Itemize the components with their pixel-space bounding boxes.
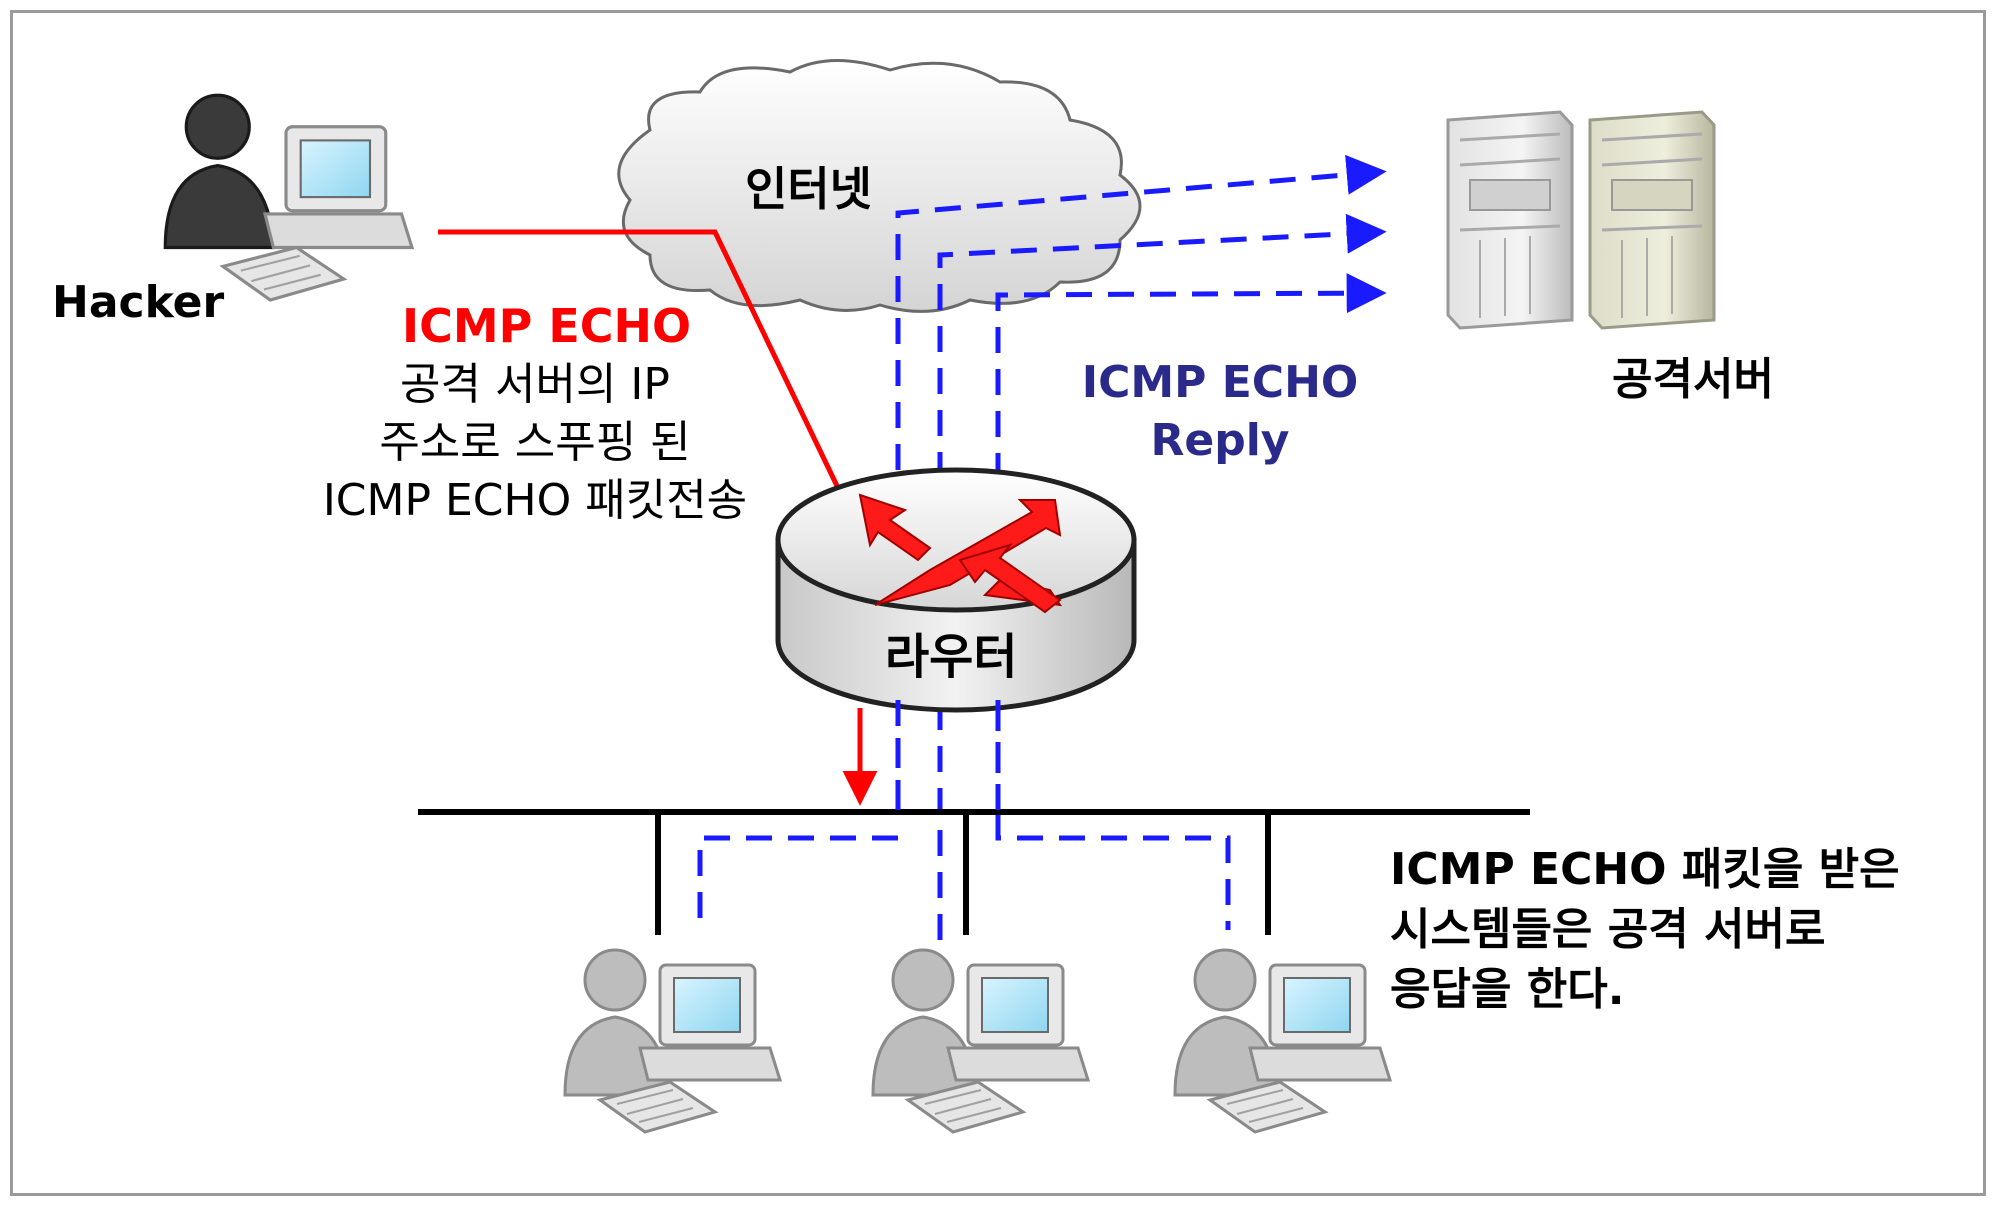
cloud-icon	[617, 58, 1142, 313]
victim-note-line-1: ICMP ECHO 패킷을 받은	[1390, 844, 1900, 895]
icmp-echo-reply-label-line-1: ICMP ECHO	[1081, 357, 1359, 408]
router-icon	[775, 467, 1137, 713]
attack-server-label: 공격서버	[1612, 354, 1774, 405]
victim-note-line-2: 시스템들은 공격 서버로	[1390, 904, 1826, 955]
user-workstation-icon	[871, 948, 1091, 1134]
request-description-line-1: 공격 서버의 IP	[400, 359, 670, 410]
lan-bus	[418, 809, 1530, 935]
icmp-echo-request-title: ICMP ECHO	[402, 299, 692, 353]
router-label: 라우터	[885, 629, 1018, 685]
victim-note-line-3: 응답을 한다.	[1390, 964, 1625, 1015]
hacker-workstation-icon	[163, 93, 415, 302]
user-workstation-icon	[563, 948, 783, 1134]
server-icon	[1446, 110, 1574, 330]
request-description-line-3: ICMP ECHO 패킷전송	[322, 475, 748, 526]
server-icon	[1588, 110, 1716, 330]
internet-label: 인터넷	[745, 162, 872, 216]
icmp-echo-request-path	[438, 229, 841, 490]
hacker-label: Hacker	[52, 277, 225, 328]
user-workstation-icon	[1173, 948, 1393, 1134]
request-description-line-2: 주소로 스푸핑 된	[379, 417, 691, 468]
icmp-echo-reply-label-line-2: Reply	[1150, 415, 1290, 466]
